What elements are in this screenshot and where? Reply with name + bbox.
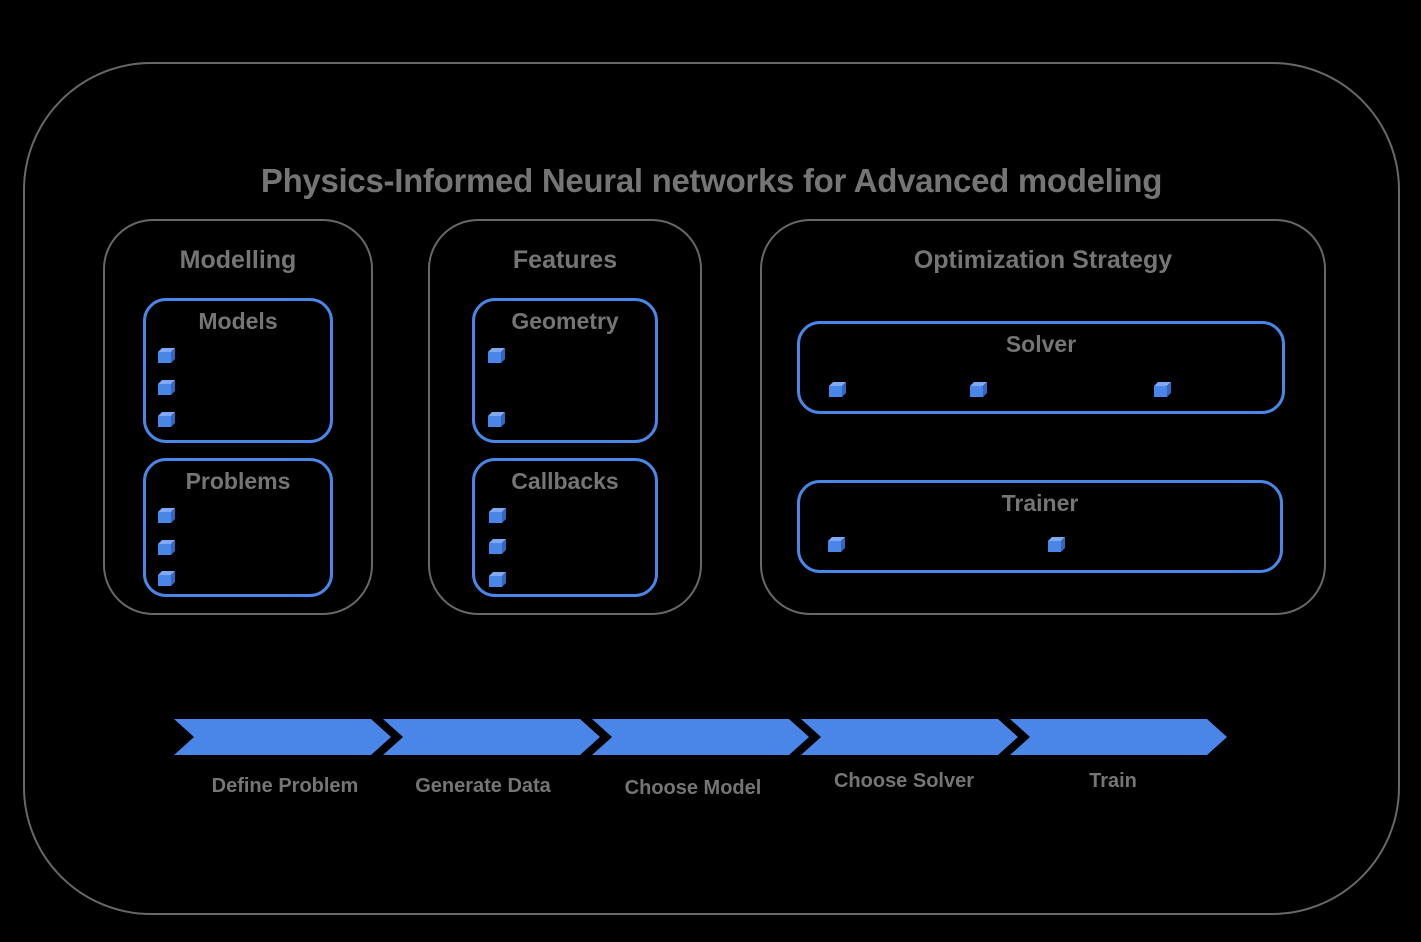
chevron-generate-data <box>383 719 600 755</box>
cube-icon <box>158 348 175 363</box>
group-trainer: Trainer <box>797 480 1283 573</box>
step-label-define-problem: Define Problem <box>211 775 359 797</box>
group-problems-title: Problems <box>185 468 291 494</box>
chevron-define-problem <box>174 719 391 755</box>
group-models: Models <box>143 298 333 443</box>
panel-modelling: Modelling Models Problems <box>103 219 373 615</box>
cube-icon <box>1154 382 1171 397</box>
cube-icon <box>158 380 175 395</box>
cube-icon <box>488 348 505 363</box>
cube-icon <box>158 571 175 586</box>
panel-optimization-strategy: Optimization Strategy Solver Trainer <box>760 219 1326 615</box>
cube-icon <box>829 382 846 397</box>
group-solver: Solver <box>797 321 1285 414</box>
group-solver-title: Solver <box>1005 331 1077 357</box>
group-geometry: Geometry <box>472 298 658 443</box>
step-label-generate-data: Generate Data <box>415 775 551 797</box>
cube-icon <box>488 412 505 427</box>
cube-icon <box>828 537 845 552</box>
cube-icon <box>489 508 506 523</box>
group-callbacks-title: Callbacks <box>511 468 619 494</box>
cube-icon <box>1048 537 1065 552</box>
panel-modelling-title: Modelling <box>179 246 297 274</box>
step-label-choose-solver: Choose Solver <box>833 770 975 792</box>
group-trainer-title: Trainer <box>1001 490 1079 516</box>
group-geometry-title: Geometry <box>511 308 619 334</box>
group-problems: Problems <box>143 458 333 597</box>
step-label-train: Train <box>1089 770 1137 792</box>
group-callbacks: Callbacks <box>472 458 658 597</box>
panel-features: Features Geometry Callbacks <box>428 219 702 615</box>
group-models-title: Models <box>198 308 278 334</box>
panel-optimization-strategy-title: Optimization Strategy <box>913 246 1173 274</box>
step-label-choose-model: Choose Model <box>624 777 762 799</box>
cube-icon <box>489 539 506 554</box>
cube-icon <box>158 412 175 427</box>
chevron-choose-solver <box>801 719 1018 755</box>
cube-icon <box>489 572 506 587</box>
cube-icon <box>970 382 987 397</box>
panel-features-title: Features <box>512 246 618 274</box>
cube-icon <box>158 540 175 555</box>
chevron-train <box>1010 719 1227 755</box>
chevron-choose-model <box>592 719 809 755</box>
diagram-frame: Physics-Informed Neural networks for Adv… <box>23 62 1400 915</box>
cube-icon <box>158 508 175 523</box>
diagram-title: Physics-Informed Neural networks for Adv… <box>260 162 1163 199</box>
